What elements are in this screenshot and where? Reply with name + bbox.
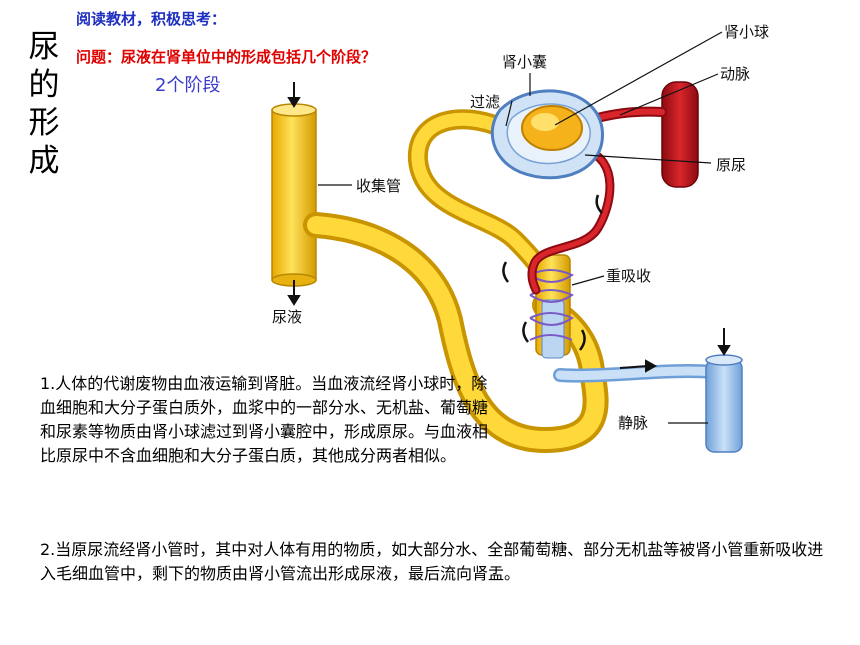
leader-lines: [318, 31, 723, 424]
collecting-duct: [271, 103, 317, 287]
label-artery: 动脉: [720, 65, 750, 83]
answer-text: 2个阶段: [155, 75, 221, 96]
glomerulus: [521, 105, 583, 151]
label-primary-urine: 原尿: [716, 156, 746, 174]
side-title: 尿 的 形 成: [22, 28, 66, 180]
tubule-segment: [529, 254, 575, 359]
curved-arrow-icon: [502, 194, 603, 351]
side-title-char: 形: [28, 105, 60, 141]
side-title-char: 尿: [28, 29, 60, 65]
label-urine: 尿液: [272, 308, 302, 326]
reading-prompt: 阅读教材，积极思考：: [76, 10, 227, 28]
arrow-down-icon: [287, 82, 301, 306]
label-glomerulus: 肾小球: [724, 23, 769, 41]
arrow-right-icon: [619, 359, 658, 373]
question-text: 问题：尿液在肾单位中的形成包括几个阶段？: [76, 48, 377, 66]
nephron-diagram: 肾小球 肾小囊 动脉 过滤 原尿 收集管 重吸收 尿液 静脉: [271, 23, 769, 454]
arrow-down-icon: [717, 328, 731, 356]
label-filtration: 过滤: [470, 93, 500, 111]
side-title-char: 成: [28, 143, 60, 179]
label-capsule: 肾小囊: [502, 53, 547, 71]
label-reabsorption: 重吸收: [606, 267, 651, 285]
paragraph-reabsorption: 2.当原尿流经肾小管时，其中对人体有用的物质，如大部分水、全部葡萄糖、部分无机盐…: [40, 540, 824, 583]
label-vein: 静脉: [618, 414, 648, 432]
side-title-char: 的: [28, 67, 60, 103]
paragraph-filtration: 1.人体的代谢废物由血液运输到肾脏。当血液流经肾小球时，除血细胞和大分子蛋白质外…: [40, 374, 489, 465]
label-collecting-duct: 收集管: [356, 177, 401, 195]
vein: [553, 354, 743, 453]
